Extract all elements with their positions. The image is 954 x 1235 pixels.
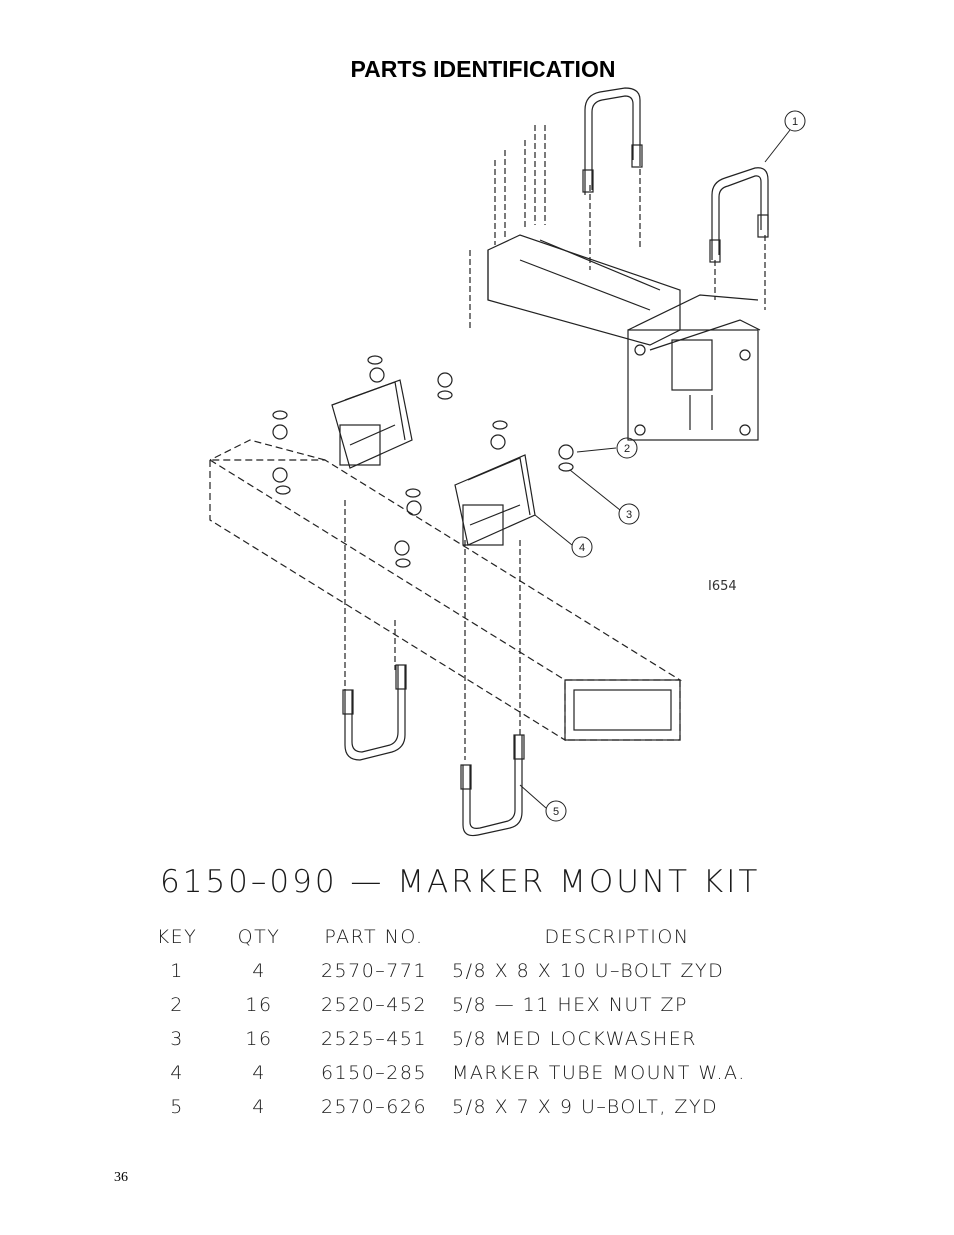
table-row: 1 4 2570–771 5/8 X 8 X 10 U–BOLT ZYD	[140, 954, 782, 988]
square-tube	[207, 439, 683, 742]
row-part-no: 2520–452	[320, 994, 428, 1016]
row-key: 2	[170, 994, 184, 1016]
marker-tube-mount-left	[331, 379, 413, 469]
callout-1	[784, 110, 806, 132]
callout-3	[618, 503, 640, 525]
callout-4	[571, 536, 593, 558]
page-title: PARTS IDENTIFICATION	[350, 56, 616, 82]
callout-5-label: 5	[553, 806, 559, 818]
row-key: 3	[170, 1028, 184, 1050]
exploded-parts-diagram: 1 2 3 4 5 I654	[207, 87, 806, 837]
row-part-no: 2570–771	[320, 960, 428, 982]
header-description: DESCRIPTION	[544, 926, 690, 948]
row-part-no: 6150–285	[320, 1062, 428, 1084]
table-header-row: KEY QTY PART NO. DESCRIPTION	[140, 920, 782, 954]
table-row: 3 16 2525–451 5/8 MED LOCKWASHER	[140, 1022, 782, 1056]
row-qty: 16	[245, 994, 273, 1016]
table-row: 5 4 2570–626 5/8 X 7 X 9 U–BOLT, ZYD	[140, 1090, 782, 1124]
row-description: 5/8 X 8 X 10 U–BOLT ZYD	[452, 960, 725, 982]
row-qty: 4	[252, 1096, 266, 1118]
callout-markers	[545, 110, 806, 822]
row-description: 5/8 — 11 HEX NUT ZP	[452, 994, 688, 1016]
row-description: MARKER TUBE MOUNT W.A.	[452, 1062, 746, 1084]
row-qty: 4	[252, 1062, 266, 1084]
kit-title: 6150–090 — MARKER MOUNT KIT	[160, 864, 761, 900]
u-bolt-upper	[582, 87, 769, 263]
row-key: 5	[170, 1096, 184, 1118]
callout-2-label: 2	[624, 443, 630, 455]
header-key: KEY	[156, 926, 198, 948]
parts-table: KEY QTY PART NO. DESCRIPTION 1 4 2570–77…	[140, 920, 782, 1124]
row-key: 1	[170, 960, 184, 982]
page-number: 36	[114, 1170, 128, 1185]
table-row: 2 16 2520–452 5/8 — 11 HEX NUT ZP	[140, 988, 782, 1022]
figure-code: I654	[708, 579, 737, 594]
callout-1-label: 1	[792, 116, 798, 128]
u-bolt-lower	[342, 664, 525, 837]
row-part-no: 2525–451	[320, 1028, 428, 1050]
callout-3-label: 3	[626, 509, 632, 521]
row-key: 4	[170, 1062, 184, 1084]
mounting-plate	[487, 234, 761, 441]
callout-5	[545, 800, 567, 822]
marker-tube-mount-right	[454, 454, 536, 546]
row-qty: 16	[245, 1028, 273, 1050]
table-row: 4 4 6150–285 MARKER TUBE MOUNT W.A.	[140, 1056, 782, 1090]
hardware-nuts-washers	[272, 355, 574, 568]
row-qty: 4	[252, 960, 266, 982]
row-description: 5/8 MED LOCKWASHER	[452, 1028, 697, 1050]
header-part-no: PART NO.	[324, 926, 424, 948]
row-part-no: 2570–626	[320, 1096, 428, 1118]
callout-4-label: 4	[579, 542, 585, 554]
row-description: 5/8 X 7 X 9 U–BOLT, ZYD	[452, 1096, 719, 1118]
header-qty: QTY	[237, 926, 281, 948]
callout-2	[616, 437, 638, 459]
